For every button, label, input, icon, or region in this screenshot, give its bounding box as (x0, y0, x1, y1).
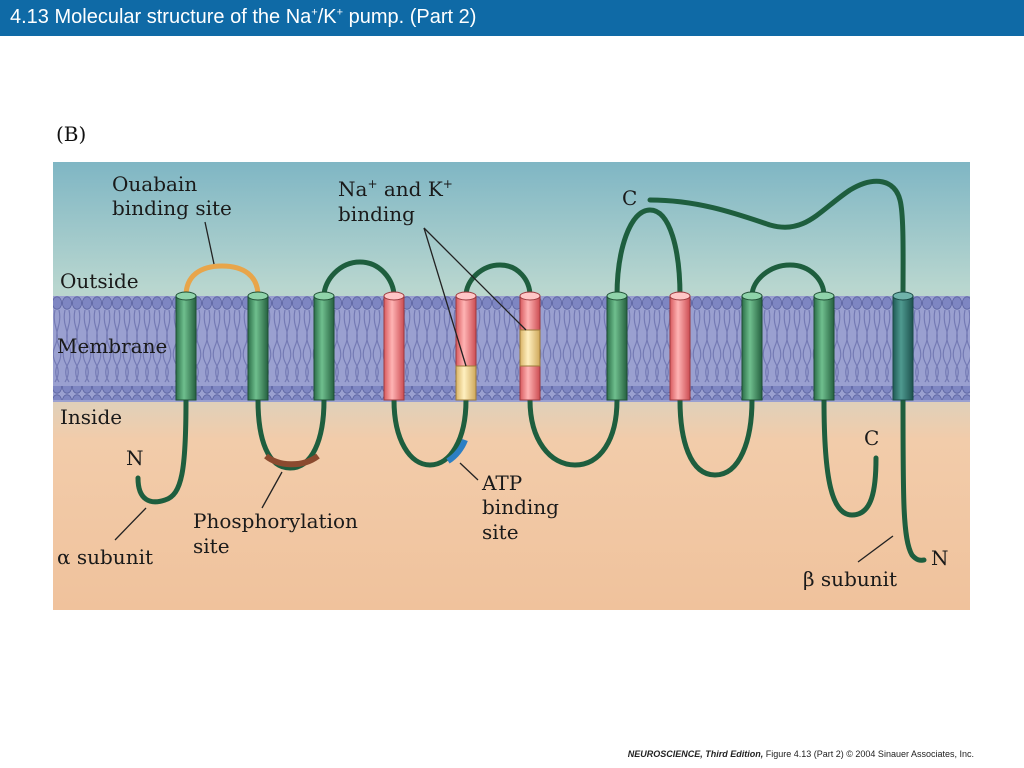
inside-label: Inside (60, 405, 122, 429)
alpha-c-terminus: C (864, 426, 879, 450)
atp-leader (459, 462, 479, 481)
alpha-subunit-label: α subunit (57, 545, 153, 569)
beta-leader (857, 535, 894, 563)
title-bar (0, 0, 1024, 36)
panel-label: (B) (56, 122, 87, 146)
leader-lines (114, 221, 894, 563)
helix-5 (455, 291, 477, 401)
na-k-leader-2 (423, 227, 527, 331)
helix-3 (313, 291, 335, 401)
atp-label-line2: binding (482, 495, 559, 519)
beta-subunit-chain (647, 178, 927, 563)
atp-label-line1: ATP (481, 471, 522, 495)
na-k-binding-label-line2: binding (338, 202, 415, 226)
helix-4 (383, 291, 405, 401)
beta-subunit-label: β subunit (803, 567, 897, 591)
beta-n-terminus: N (931, 546, 949, 570)
figure-credit: NEUROSCIENCE, Third Edition, Figure 4.13… (627, 749, 974, 759)
atp-label-line3: site (482, 520, 519, 544)
alpha-leader (114, 507, 147, 541)
helix-2 (247, 291, 269, 401)
helix-7 (606, 291, 628, 401)
membrane-label: Membrane (57, 334, 167, 358)
helix-6 (519, 291, 541, 401)
phosphorylation-label-line1: Phosphorylation (193, 509, 358, 533)
alpha-subunit-chain (135, 207, 879, 518)
helix-1 (175, 291, 197, 401)
alpha-n-terminus: N (126, 446, 144, 470)
helix-8 (669, 291, 691, 401)
na-k-binding-label: Na+ and K+ (338, 177, 453, 201)
beta-c-terminus: C (622, 186, 637, 210)
ouabain-label-line1: Ouabain (112, 172, 197, 196)
ouabain-label-line2: binding site (112, 196, 232, 220)
helix-10 (813, 291, 835, 401)
outside-label: Outside (60, 269, 139, 293)
slide-title: 4.13 Molecular structure of the Na+/K+ p… (10, 6, 477, 28)
phospho-leader (261, 471, 283, 509)
phosphorylation-site (264, 453, 320, 468)
ouabain-leader (204, 221, 215, 265)
helix-9 (741, 291, 763, 401)
beta-helix (892, 291, 914, 401)
na-k-leader-1 (423, 227, 467, 367)
phosphorylation-label-line2: site (193, 534, 230, 558)
atp-binding-site (446, 438, 468, 464)
ouabain-binding-loop (183, 263, 261, 297)
